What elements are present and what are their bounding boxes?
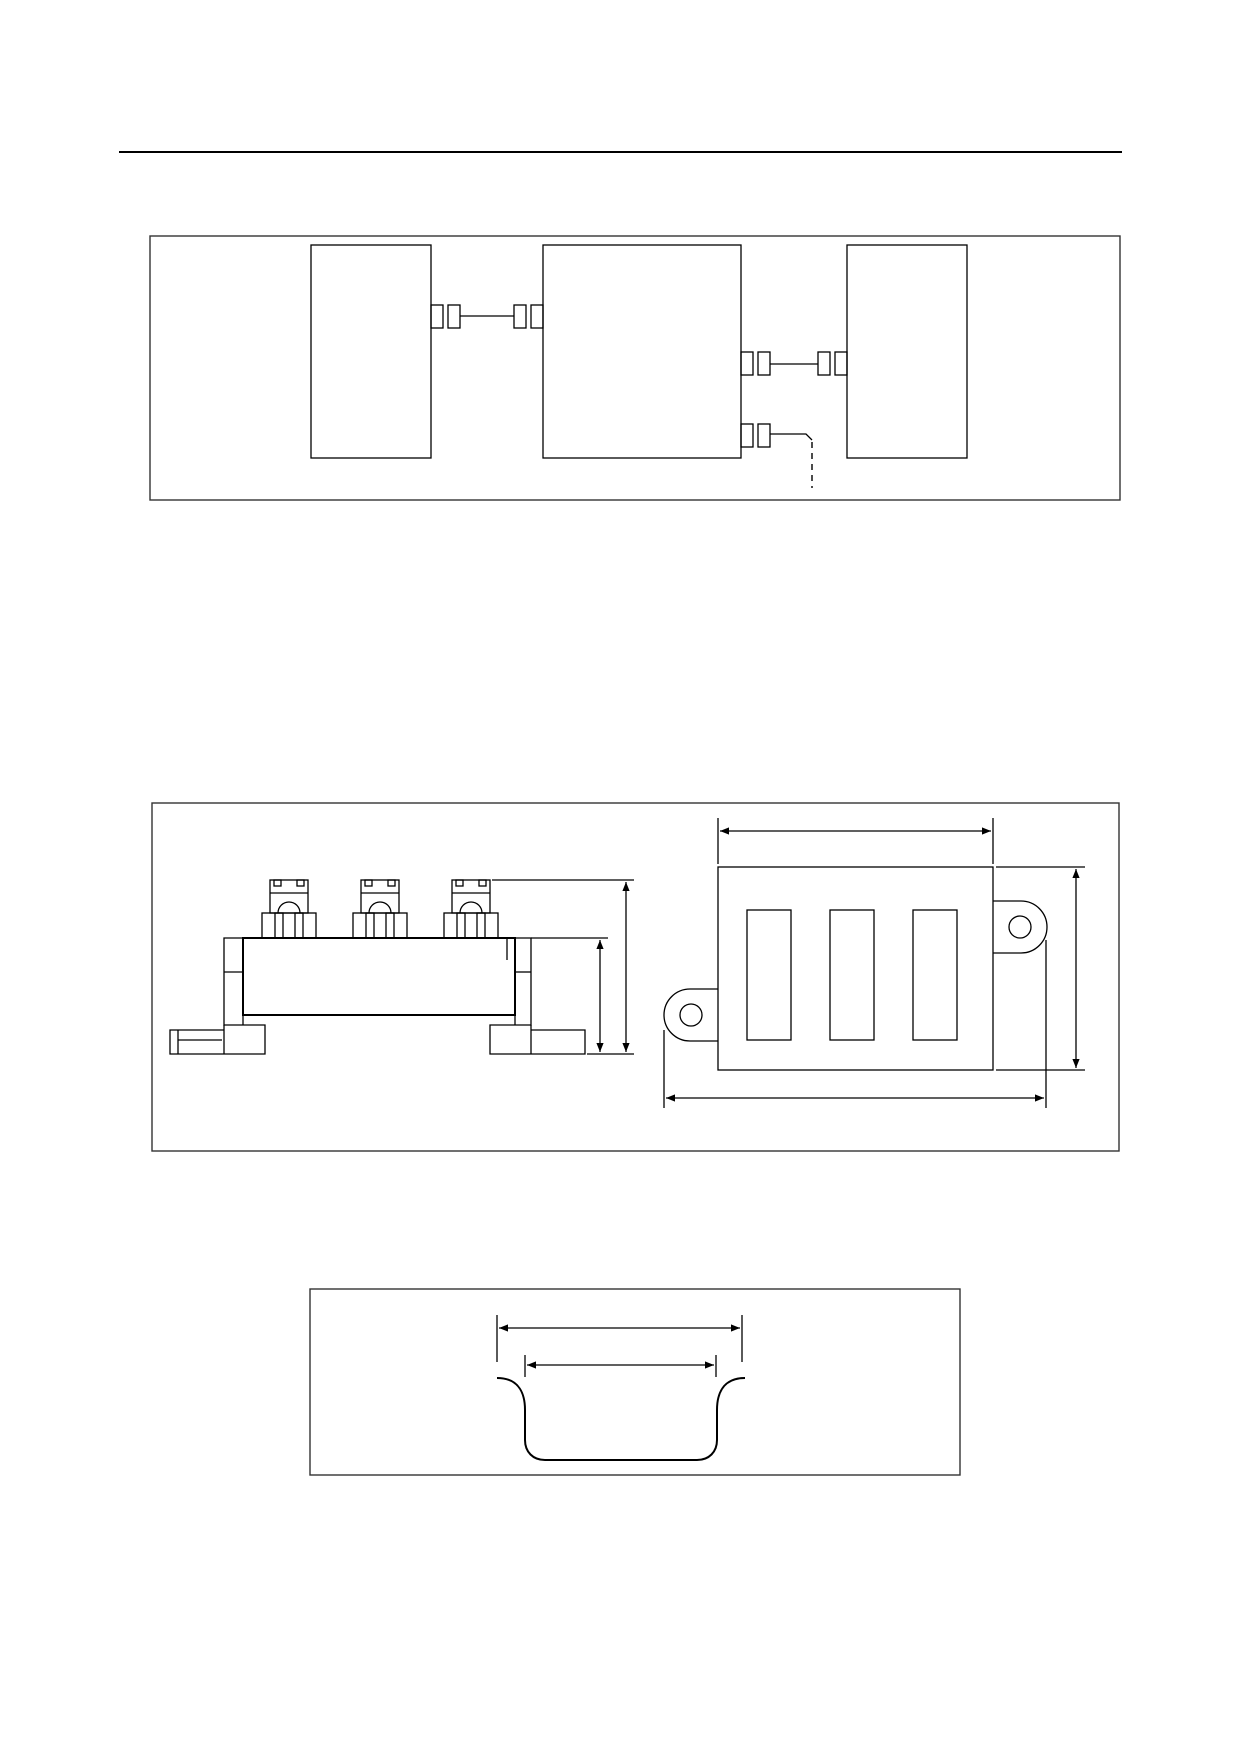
figure-2-dimension-drawing [151, 802, 1120, 1152]
connector-left-center [430, 304, 544, 329]
terminal-slot-3 [912, 909, 958, 1041]
block-right [846, 244, 968, 459]
dimension-outer-width [496, 1315, 743, 1362]
terminal-1 [261, 879, 317, 939]
block-left [310, 244, 432, 459]
connector-center-right [740, 351, 848, 376]
terminal-2 [352, 879, 408, 939]
figure-3-cross-section [309, 1288, 961, 1476]
terminal-slot-1 [746, 909, 792, 1041]
side-view [169, 879, 634, 1055]
bracket-left [169, 937, 266, 1055]
dimension-overall-height [492, 879, 634, 1055]
connector-center-external [740, 423, 813, 488]
dimension-body-width [717, 818, 994, 864]
bracket-right [489, 937, 586, 1055]
figure-2-frame [151, 802, 1120, 1152]
header-rule [119, 151, 1122, 153]
dimension-overall-width [663, 940, 1047, 1108]
terminal-3 [443, 879, 499, 939]
top-view [663, 818, 1085, 1108]
cross-section-profile [496, 1377, 746, 1461]
dimension-body-height [531, 937, 608, 1052]
figure-3-frame [309, 1288, 961, 1476]
dimension-inner-width [524, 1355, 717, 1377]
top-view-body [717, 866, 994, 1071]
figure-1-block-diagram [149, 235, 1121, 501]
block-center [542, 244, 742, 459]
side-view-body [242, 937, 516, 1016]
terminal-slot-2 [829, 909, 875, 1041]
mounting-ear-right [993, 900, 1048, 954]
mounting-ear-left [663, 988, 718, 1042]
dimension-body-depth [996, 866, 1085, 1071]
figure-1-frame [149, 235, 1121, 501]
